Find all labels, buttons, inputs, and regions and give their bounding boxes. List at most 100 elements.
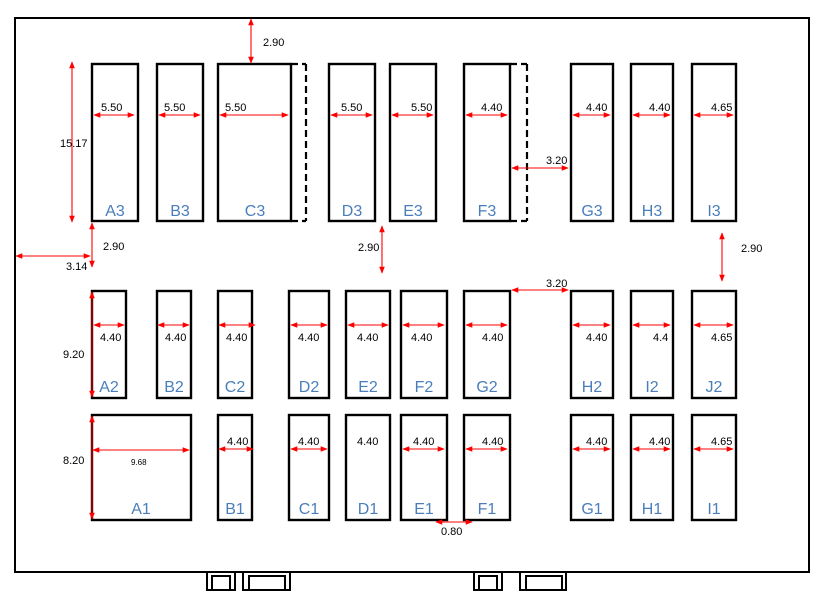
bay-width-label: 4.40 <box>481 102 502 114</box>
svg-text:15.17: 15.17 <box>60 138 88 150</box>
bay-f1: 4.40 F1 <box>462 413 512 522</box>
dim-aisle-mid: 2.90 <box>358 225 385 274</box>
bay-g3: 4.40 G3 <box>569 62 615 223</box>
bay-c2: 4.40 C2 <box>216 289 256 400</box>
dim-top-gap: 2.90 <box>248 18 284 64</box>
bay-f3: 4.40 F3 <box>462 62 529 223</box>
bay-label: C3 <box>245 203 266 220</box>
bay-width-label: 4.4 <box>653 332 668 344</box>
door-inner <box>248 575 286 591</box>
bay-e1: 4.40 E1 <box>399 413 449 522</box>
bay-f2: 4.40 F2 <box>399 289 449 400</box>
bay-g2: 4.40 G2 <box>462 289 512 400</box>
bay-width-label: 4.40 <box>482 332 503 344</box>
bay-label: C2 <box>225 379 246 396</box>
bay-h2: 4.40 H2 <box>569 289 615 400</box>
bay-width-label: 4.40 <box>100 332 121 344</box>
bay-a2: 4.40 A2 <box>90 289 128 400</box>
bay-label: I2 <box>645 379 658 396</box>
bay-a3: 5.50 A3 <box>90 62 140 223</box>
svg-text:9.20: 9.20 <box>63 349 84 361</box>
bay-label: A2 <box>99 379 119 396</box>
bay-width-label: 4.65 <box>711 436 732 448</box>
bay-d3: 5.50 D3 <box>327 62 377 223</box>
bay-i2: 4.4 I2 <box>629 289 675 400</box>
bay-c1: 4.40 C1 <box>287 413 331 522</box>
svg-text:2.90: 2.90 <box>263 37 284 49</box>
bay-width-label: 4.40 <box>226 332 247 344</box>
bay-label: F1 <box>478 501 497 518</box>
bay-label: F2 <box>415 379 434 396</box>
bay-width-label: 4.40 <box>482 436 503 448</box>
bay-width-label: 4.40 <box>649 102 670 114</box>
bay-d1: 4.40 D1 <box>344 413 392 522</box>
bay-label: H2 <box>582 379 603 396</box>
bay-label: F3 <box>478 203 497 220</box>
bay-label: G3 <box>581 203 602 220</box>
dim-row1-height: 8.20 <box>63 415 95 520</box>
bay-width-label: 9.68 <box>131 458 147 467</box>
bay-b2: 4.40 B2 <box>155 289 193 400</box>
bay-b1: 4.40 B1 <box>216 413 254 522</box>
svg-text:2.90: 2.90 <box>103 241 124 253</box>
bay-i3: 4.65 I3 <box>690 62 738 223</box>
bay-label: I1 <box>707 501 720 518</box>
bay-width-label: 5.50 <box>101 102 122 114</box>
bay-width-label: 5.50 <box>341 102 362 114</box>
door-inner <box>478 575 498 591</box>
bay-width-label: 5.50 <box>164 102 185 114</box>
bay-label: A1 <box>131 501 151 518</box>
bay-width-label: 4.40 <box>586 332 607 344</box>
bay-width-label: 4.40 <box>165 332 186 344</box>
bay-label: C1 <box>299 501 320 518</box>
door-inner <box>525 575 563 591</box>
bay-label: I3 <box>707 203 720 220</box>
bay-width-label: 4.40 <box>586 102 607 114</box>
dimension-annotations: 2.90 15.17 2.90 3.14 2.90 2.90 3.20 3.2 <box>15 18 762 538</box>
bay-width-label: 4.40 <box>357 436 378 448</box>
bay-i1: 4.65 I1 <box>690 413 738 522</box>
bay-label: B3 <box>170 203 190 220</box>
dim-row2-gap: 3.20 <box>511 278 569 293</box>
dim-row3-height: 15.17 <box>60 61 88 223</box>
bay-width-label: 5.50 <box>225 102 246 114</box>
dim-aisle-right: 2.90 <box>719 232 762 282</box>
bay-e2: 4.40 E2 <box>344 289 392 400</box>
bay-label: E1 <box>414 501 434 518</box>
row-3: 5.50 A3 5.50 B3 5.50 C3 5.50 D3 5.5 <box>90 62 738 223</box>
svg-text:2.90: 2.90 <box>358 242 379 254</box>
bay-label: G2 <box>476 379 497 396</box>
bay-c3: 5.50 C3 <box>216 62 308 223</box>
bay-h1: 4.40 H1 <box>629 413 675 522</box>
bay-label: G1 <box>581 501 602 518</box>
bay-b3: 5.50 B3 <box>155 62 205 223</box>
bay-h3: 4.40 H3 <box>629 62 675 223</box>
svg-text:2.90: 2.90 <box>741 243 762 255</box>
bay-width-label: 4.40 <box>298 436 319 448</box>
bay-label: D1 <box>358 501 379 518</box>
svg-text:3.14: 3.14 <box>66 261 87 273</box>
bay-width-label: 4.40 <box>586 436 607 448</box>
svg-text:3.20: 3.20 <box>546 155 567 167</box>
bay-a1: 9.68 A1 <box>90 413 193 522</box>
bay-width-label: 4.40 <box>357 332 378 344</box>
bay-width-label: 4.40 <box>649 436 670 448</box>
bay-label: H1 <box>642 501 663 518</box>
bay-e3: 5.50 E3 <box>388 62 438 223</box>
row-1: 9.68 A1 4.40 B1 4.40 C1 4.40 D1 4.40 E1 <box>90 413 738 522</box>
bay-width-label: 4.65 <box>711 332 732 344</box>
bay-width-label: 5.50 <box>411 102 432 114</box>
doors <box>206 571 567 591</box>
dim-row2-height: 9.20 <box>63 291 95 398</box>
svg-text:0.80: 0.80 <box>441 526 462 538</box>
svg-text:3.20: 3.20 <box>546 278 567 290</box>
row-2: 4.40 A2 4.40 B2 4.40 C2 4.40 D2 4.40 E2 <box>90 289 738 400</box>
bay-label: E3 <box>403 203 423 220</box>
dim-wall-offset: 3.14 <box>15 253 91 273</box>
bay-label: B1 <box>225 501 245 518</box>
bay-label: A3 <box>105 203 125 220</box>
bay-label: E2 <box>358 379 378 396</box>
dim-row3-gap: 3.20 <box>511 155 569 171</box>
bay-width-label: 4.40 <box>413 436 434 448</box>
